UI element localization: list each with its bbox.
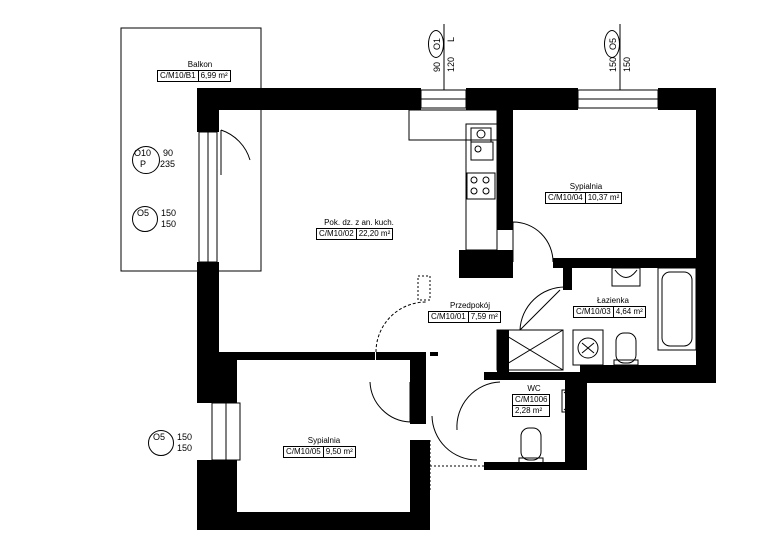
thresholds	[429, 440, 484, 490]
room-living-box: C/M10/02 22,20 m²	[316, 228, 394, 240]
wc-fixtures	[518, 389, 573, 464]
room-living-code: C/M10/02	[319, 229, 354, 238]
bathroom-fixtures	[496, 267, 697, 371]
window-tag-o5-left-id: O5	[137, 208, 150, 218]
room-hall-box: C/M10/01 7,59 m²	[428, 311, 501, 323]
window-tag-o5-left-circle	[132, 206, 158, 232]
window-tag-o10-circle	[132, 146, 160, 174]
room-bathroom-box: C/M10/03 4,64 m²	[573, 306, 646, 318]
room-bedroom2-name: Sypialnia	[307, 436, 341, 445]
room-balcony-code: C/M10/B1	[160, 71, 196, 80]
room-bedroom2-box: C/M10/05 9,50 m²	[283, 446, 356, 458]
room-bedroom1-area: 10,37 m²	[584, 193, 622, 203]
room-balcony-name: Balkon	[187, 60, 213, 69]
door-swings	[369, 221, 566, 461]
window-tag-o5-top-circle	[604, 30, 620, 58]
room-wc-area: 2,28 m²	[513, 405, 550, 416]
room-hall-area: 7,59 m²	[467, 312, 500, 322]
room-living-area: 22,20 m²	[355, 229, 393, 239]
room-wc-box: C/M1006 2,28 m²	[512, 394, 551, 417]
inner-walls	[215, 110, 703, 424]
outer-walls	[197, 88, 716, 530]
room-balcony-area: 6,99 m²	[197, 71, 230, 81]
window-tag-o5-bottom-w: 150	[177, 432, 193, 442]
window-tag-o5-top-h: 150	[622, 56, 632, 72]
room-bedroom2-area: 9,50 m²	[322, 447, 355, 457]
window-o5-bottom	[211, 402, 241, 461]
window-tag-o5-left-w: 150	[161, 208, 177, 218]
window-tag-o10-type: P	[140, 159, 147, 169]
window-tag-o1-circle	[428, 30, 444, 58]
window-tag-o1-w: 90	[432, 61, 442, 72]
window-tag-o5-top-w: 150	[608, 56, 618, 72]
room-bathroom-area: 4,64 m²	[612, 307, 645, 317]
window-tag-o1-side: L	[446, 36, 456, 42]
room-bathroom-code: C/M10/03	[576, 307, 611, 316]
room-bedroom2-code: C/M10/05	[286, 447, 321, 456]
window-tag-o10-h: 235	[160, 159, 176, 169]
room-hall-name: Przedpokój	[449, 301, 491, 310]
room-wc-name: WC	[527, 384, 541, 393]
hall-door-dashed	[417, 275, 431, 301]
window-tag-o5-top-id: O5	[608, 37, 618, 50]
window-tag-o10-w: 90	[163, 148, 174, 158]
window-tag-o5-bottom-circle	[148, 430, 174, 456]
room-bedroom1-box: C/M10/04 10,37 m²	[545, 192, 623, 204]
room-bathroom-name: Łazienka	[596, 296, 630, 305]
balcony-outline	[120, 27, 262, 272]
window-left-balcony	[198, 131, 218, 263]
kitchen-counter	[408, 109, 498, 251]
room-wc-code: C/M1006	[515, 395, 548, 404]
window-tag-o1-h: 120	[446, 56, 456, 72]
room-bedroom1-code: C/M10/04	[548, 193, 583, 202]
window-o1	[420, 89, 467, 109]
window-tag-lines	[443, 24, 621, 90]
window-tag-o10-id: O10	[134, 148, 152, 158]
room-hall-code: C/M10/01	[431, 312, 466, 321]
balcony-door-swing	[220, 129, 251, 175]
room-living-name: Pok. dz. z an. kuch.	[324, 218, 394, 227]
room-balcony-box: C/M10/B1 6,99 m²	[157, 70, 231, 82]
window-tag-o5-bottom-id: O5	[153, 432, 166, 442]
window-tag-o5-left-h: 150	[161, 219, 177, 229]
window-o5-top	[577, 89, 659, 109]
window-tag-o1-id: O1	[432, 37, 442, 50]
room-bedroom1-name: Sypialnia	[569, 182, 603, 191]
window-tag-o5-bottom-h: 150	[177, 443, 193, 453]
